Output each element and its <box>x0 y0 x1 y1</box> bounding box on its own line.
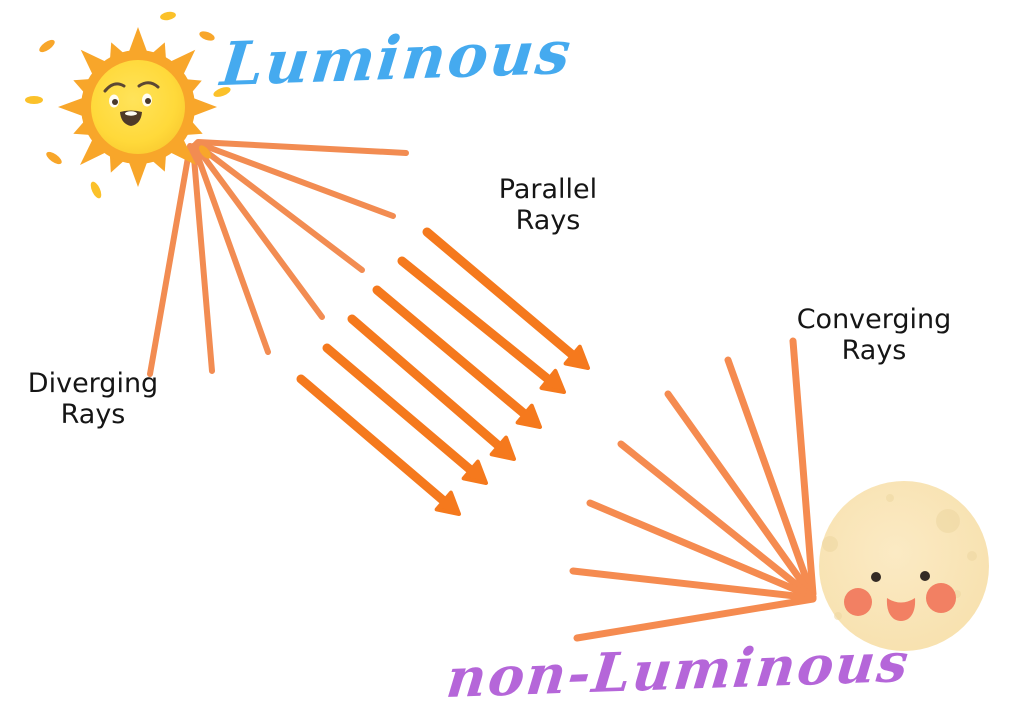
diverging-ray <box>190 143 215 374</box>
parallel-ray-arrow <box>397 256 566 394</box>
diverging-ray <box>192 142 325 320</box>
converging-ray <box>573 595 817 642</box>
converging-rays-group <box>569 337 817 642</box>
sun-eyebrow-left <box>103 82 126 93</box>
diverging-ray <box>147 143 193 377</box>
moon-eye-left <box>871 572 881 582</box>
label-converging-line2: Rays <box>841 335 907 366</box>
sun-eyebrow-right <box>137 81 160 89</box>
sun-illustration <box>25 11 231 199</box>
label-parallel-line1: Parallel <box>498 174 598 205</box>
parallel-ray-arrow <box>296 374 461 516</box>
parallel-ray-arrow <box>322 343 488 485</box>
sun-petals <box>25 11 231 199</box>
parallel-ray-arrow <box>347 314 516 461</box>
label-parallel-rays: Parallel Rays <box>468 174 628 236</box>
converging-ray <box>664 390 816 600</box>
diverging-ray <box>191 143 271 355</box>
moon-cheek-right <box>926 583 956 613</box>
label-converging-rays: Converging Rays <box>792 304 956 366</box>
moon-illustration <box>819 481 989 651</box>
parallel-ray-arrow <box>422 227 590 370</box>
moon-cheek-left <box>844 588 872 616</box>
sun-core <box>91 60 185 154</box>
label-diverging-rays: Diverging Rays <box>13 368 173 430</box>
parallel-ray-arrow <box>372 285 542 429</box>
diverging-ray <box>193 141 365 273</box>
converging-ray <box>789 337 817 598</box>
title-luminous: Luminous <box>217 17 576 101</box>
diverging-ray <box>194 140 396 219</box>
sun-face <box>103 81 160 126</box>
label-converging-line1: Converging <box>796 304 952 335</box>
converging-ray <box>617 440 816 601</box>
diverging-rays-group <box>147 139 409 377</box>
converging-ray <box>569 567 817 602</box>
label-parallel-line2: Rays <box>515 205 581 236</box>
label-diverging-line2: Rays <box>60 399 126 430</box>
diverging-ray <box>195 139 409 156</box>
moon-eye-right <box>920 571 930 581</box>
moon-mouth <box>886 598 916 621</box>
converging-ray <box>724 356 816 599</box>
parallel-rays-group <box>296 227 590 516</box>
converging-ray <box>586 499 817 601</box>
label-diverging-line1: Diverging <box>27 368 159 399</box>
moon-face <box>844 571 956 621</box>
moon-body <box>819 481 989 651</box>
